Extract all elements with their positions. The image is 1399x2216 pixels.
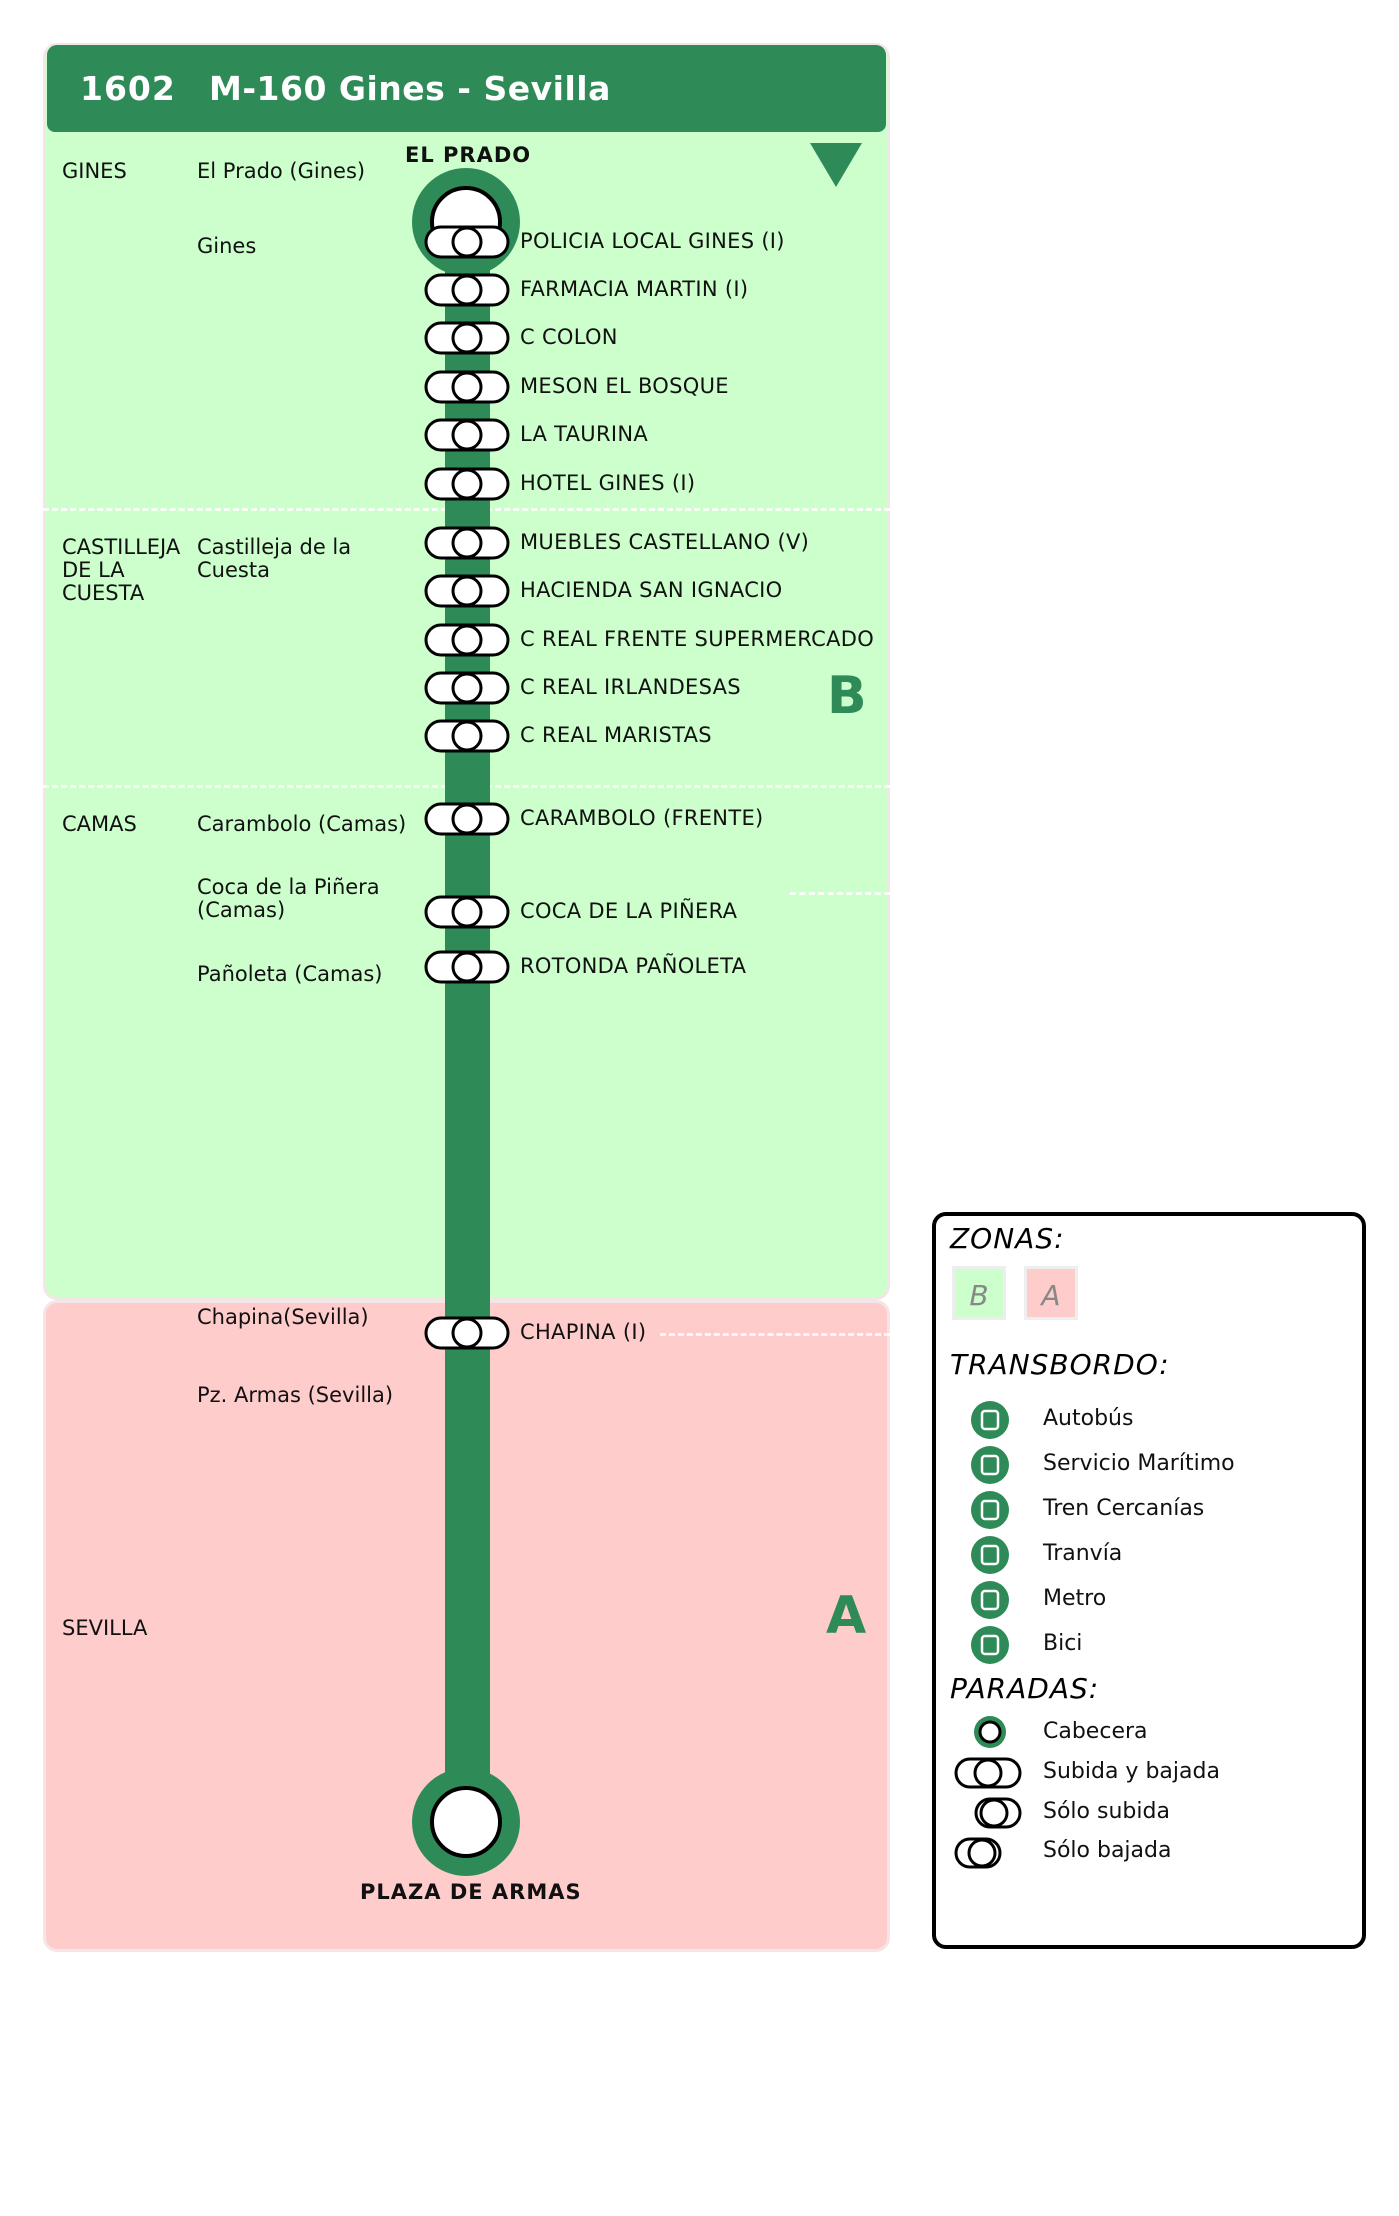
board-alight-stop-icon — [424, 418, 510, 452]
route-line — [445, 225, 490, 1825]
tram-icon-glyph — [980, 1544, 1000, 1566]
board-alight-stop-icon — [424, 321, 510, 355]
nucleo-label: Carambolo (Camas) — [197, 812, 407, 836]
municipio-label: SEVILLA — [62, 1616, 148, 1640]
municipio-separator — [660, 1333, 890, 1336]
board-alight-stop-icon — [954, 1757, 1022, 1789]
stop-label: CHAPINA (I) — [520, 1320, 647, 1344]
stop-label: HACIENDA SAN IGNACIO — [520, 578, 783, 602]
stop-label: C REAL FRENTE SUPERMERCADO — [520, 627, 875, 651]
legend-transbordo-label: Bici — [1043, 1631, 1083, 1656]
nucleo-separator — [790, 892, 890, 895]
municipio-label: CAMAS — [62, 812, 137, 836]
legend-zonas-title: ZONAS: — [950, 1222, 1065, 1255]
boat-icon-glyph — [980, 1454, 1000, 1476]
board-alight-stop-icon — [424, 719, 510, 753]
board-alight-stop-icon — [424, 225, 510, 259]
triangle-down-icon — [810, 143, 862, 187]
stop-label: MESON EL BOSQUE — [520, 374, 729, 398]
nucleo-label: Coca de la Piñera (Camas) — [197, 875, 380, 922]
stop-label: CARAMBOLO (FRENTE) — [520, 806, 764, 830]
board-alight-stop-icon — [424, 273, 510, 307]
stop-label: C REAL IRLANDESAS — [520, 675, 741, 699]
legend-transbordo-title: TRANSBORDO: — [950, 1348, 1170, 1381]
nucleo-label: Castilleja de la Cuesta — [197, 535, 352, 582]
nucleo-label: El Prado (Gines) — [197, 159, 366, 183]
board-alight-stop-icon — [424, 950, 510, 984]
bus-icon-glyph — [980, 1409, 1000, 1431]
legend-parada-label: Sólo subida — [1043, 1799, 1170, 1824]
legend-zone-a: A — [1024, 1266, 1078, 1320]
boat-icon — [971, 1446, 1009, 1484]
stop-label: HOTEL GINES (I) — [520, 471, 696, 495]
legend-transbordo-label: Metro — [1043, 1586, 1107, 1611]
train-icon-glyph — [980, 1499, 1000, 1521]
nucleo-label: Pz. Armas (Sevilla) — [197, 1383, 394, 1407]
legend-transbordo-label: Autobús — [1043, 1406, 1134, 1431]
legend-paradas-title: PARADAS: — [950, 1672, 1100, 1705]
route-code: 1602 — [80, 69, 176, 108]
zone-b-letter: B — [827, 666, 867, 726]
legend-parada-label: Cabecera — [1043, 1719, 1148, 1744]
legend-parada-label: Sólo bajada — [1043, 1838, 1172, 1863]
board-only-stop-icon — [974, 1797, 1022, 1829]
municipio-label: GINES — [62, 159, 127, 183]
legend-transbordo-label: Servicio Marítimo — [1043, 1451, 1235, 1476]
board-alight-stop-icon — [424, 671, 510, 705]
board-alight-stop-icon — [424, 1316, 510, 1350]
zone-a-letter: A — [826, 1586, 867, 1646]
legend-icons — [954, 1401, 1022, 1869]
legend-parada-label: Subida y bajada — [1043, 1759, 1220, 1784]
legend-transbordo-label: Tranvía — [1043, 1541, 1123, 1566]
tram-icon — [971, 1536, 1009, 1574]
board-alight-stop-icon — [424, 802, 510, 836]
board-alight-stop-icon — [424, 467, 510, 501]
nucleo-label: Pañoleta (Camas) — [197, 962, 383, 986]
board-alight-stop-icon — [424, 895, 510, 929]
stop-label: C COLON — [520, 325, 618, 349]
board-alight-stop-icon — [424, 370, 510, 404]
nucleo-label: Chapina(Sevilla) — [197, 1305, 369, 1329]
train-icon — [971, 1491, 1009, 1529]
board-alight-stop-icon — [424, 526, 510, 560]
alight-only-stop-icon — [954, 1837, 1002, 1869]
bike-icon-glyph — [980, 1634, 1000, 1656]
stop-label: LA TAURINA — [520, 422, 649, 446]
metro-icon — [971, 1581, 1009, 1619]
municipio-label: CASTILLEJA DE LA CUESTA — [62, 535, 181, 605]
stop-label: FARMACIA MARTIN (I) — [520, 277, 749, 301]
stop-label: POLICIA LOCAL GINES (I) — [520, 229, 785, 253]
board-alight-stop-icon — [424, 574, 510, 608]
legend-transbordo-label: Tren Cercanías — [1043, 1496, 1205, 1521]
route-header: 1602 M-160 Gines - Sevilla — [47, 45, 886, 132]
route-title: M-160 Gines - Sevilla — [209, 69, 611, 108]
stop-label: MUEBLES CASTELLANO (V) — [520, 530, 810, 554]
start-terminal-label: EL PRADO — [405, 143, 532, 167]
end-terminal-inner — [430, 1786, 502, 1858]
stop-label: ROTONDA PAÑOLETA — [520, 954, 747, 978]
bike-icon — [971, 1626, 1009, 1664]
bus-icon — [971, 1401, 1009, 1439]
metro-icon-glyph — [980, 1589, 1000, 1611]
board-alight-stop-icon — [424, 623, 510, 657]
stop-label: COCA DE LA PIÑERA — [520, 899, 738, 923]
legend-zone-b: B — [952, 1266, 1006, 1320]
stop-label: C REAL MARISTAS — [520, 723, 712, 747]
nucleo-label: Gines — [197, 234, 257, 258]
end-terminal-label: PLAZA DE ARMAS — [360, 1880, 582, 1904]
